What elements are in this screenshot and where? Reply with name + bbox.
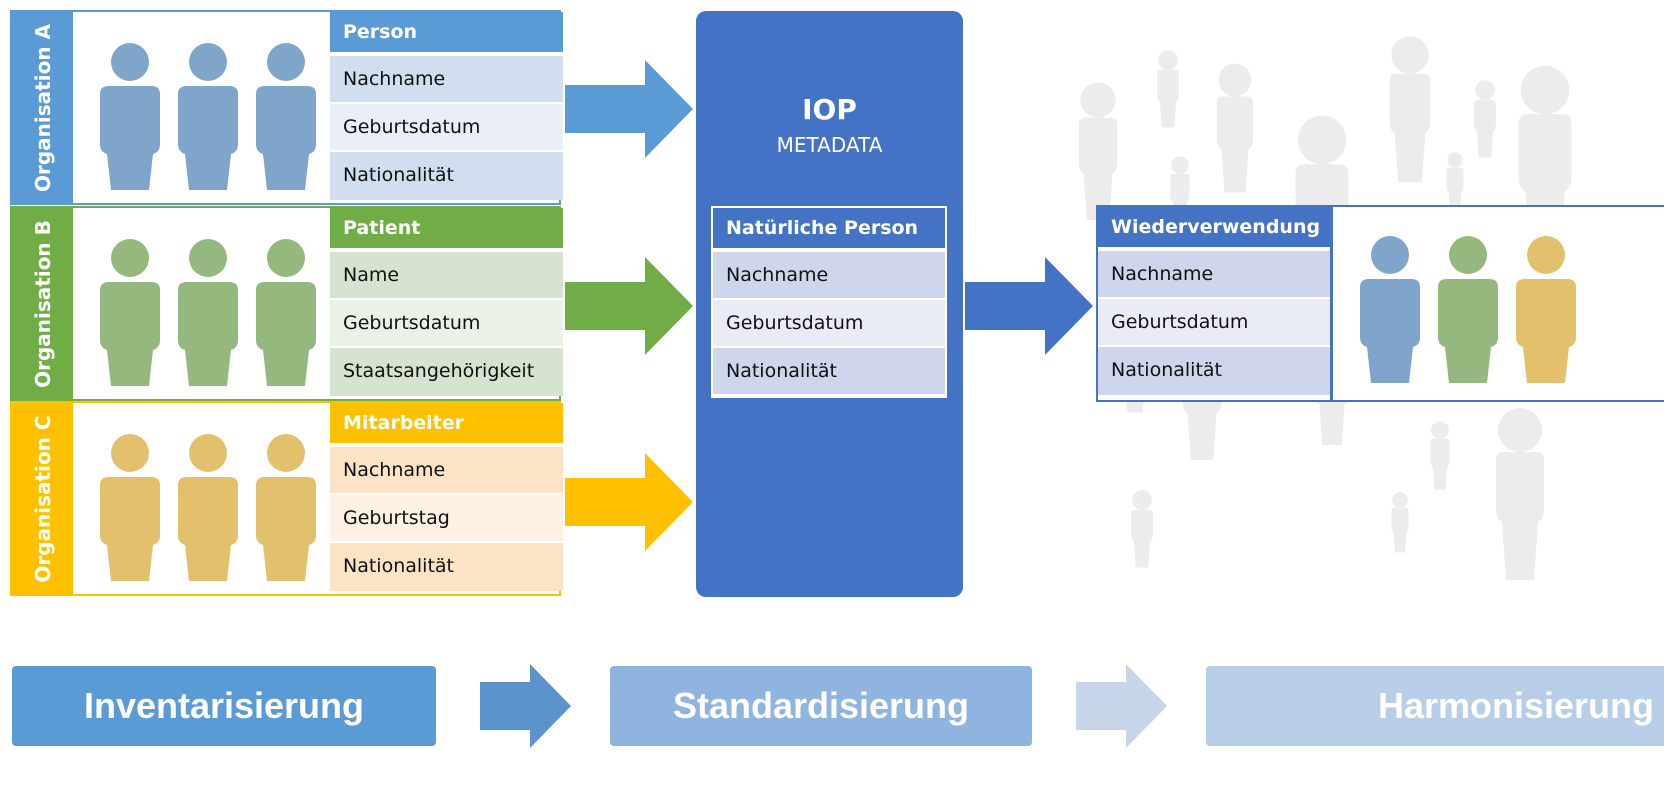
field-row: Nachname <box>1098 251 1330 299</box>
field-row: Geburtsdatum <box>330 300 563 348</box>
field-row: Nachname <box>330 447 563 495</box>
stage-standardisierung: Standardisierung <box>610 666 1032 746</box>
person-icon <box>100 239 160 386</box>
field-row: Nationalität <box>330 152 563 200</box>
organisation-c-people <box>73 403 329 594</box>
person-icon <box>1438 236 1498 383</box>
field-row: Geburtsdatum <box>1098 299 1330 347</box>
organisation-b-people <box>73 208 329 399</box>
organisation-c-header: Mitarbeiter <box>330 403 563 447</box>
field-row: Nationalität <box>1098 347 1330 395</box>
iop-title: IOP <box>802 93 857 126</box>
organisation-c-label-bar: Organisation C <box>12 403 73 594</box>
arrow-organisation-b-icon <box>565 257 693 355</box>
reuse-header: Wiederverwendung <box>1098 207 1330 251</box>
natural-person-table: Natürliche Person Nachname Geburtsdatum … <box>711 206 947 398</box>
reuse-table: Wiederverwendung Nachname Geburtsdatum N… <box>1096 205 1332 402</box>
stage-arrow-1-icon <box>480 664 571 748</box>
organisation-a-people <box>73 12 329 203</box>
person-icon <box>178 239 238 386</box>
organisation-c-block: Organisation C Mitarbeiter Nachname Gebu… <box>10 401 563 596</box>
person-icon <box>256 239 316 386</box>
arrow-to-reuse-icon <box>965 257 1093 355</box>
reuse-people <box>1331 205 1664 402</box>
field-row: Geburtstag <box>330 495 563 543</box>
organisation-c-fields: Mitarbeiter Nachname Geburtstag National… <box>330 403 563 594</box>
stage-arrow-2-icon <box>1076 664 1167 748</box>
field-row: Nachname <box>330 56 563 104</box>
organisation-a-block: Organisation A Person Nachname Geburtsda… <box>10 10 563 205</box>
organisation-b-block: Organisation B Patient Name Geburtsdatum… <box>10 206 563 401</box>
field-row: Geburtsdatum <box>330 104 563 152</box>
person-icon <box>100 434 160 581</box>
natural-person-header: Natürliche Person <box>713 208 945 252</box>
field-row: Name <box>330 252 563 300</box>
organisation-a-header: Person <box>330 12 563 56</box>
organisation-a-fields: Person Nachname Geburtsdatum Nationalitä… <box>330 12 563 203</box>
person-icon <box>1360 236 1420 383</box>
field-row: Staatsangehörigkeit <box>330 348 563 396</box>
field-row: Nationalität <box>330 543 563 591</box>
person-icon <box>178 43 238 190</box>
field-row: Geburtsdatum <box>713 300 945 348</box>
organisation-a-label: Organisation A <box>30 23 55 192</box>
stage-harmonisierung: Harmonisierung <box>1206 666 1664 746</box>
organisation-b-label-bar: Organisation B <box>12 208 73 399</box>
organisation-b-fields: Patient Name Geburtsdatum Staatsangehöri… <box>330 208 563 399</box>
arrow-organisation-a-icon <box>565 60 693 158</box>
organisation-b-header: Patient <box>330 208 563 252</box>
organisation-b-label: Organisation B <box>30 219 55 388</box>
field-row: Nationalität <box>713 348 945 396</box>
organisation-c-label: Organisation C <box>30 414 55 583</box>
person-icon <box>1516 236 1576 383</box>
arrow-organisation-c-icon <box>565 453 693 551</box>
person-icon <box>178 434 238 581</box>
stage-inventarisierung: Inventarisierung <box>12 666 436 746</box>
person-icon <box>256 43 316 190</box>
person-icon <box>100 43 160 190</box>
iop-subtitle: METADATA <box>776 133 883 157</box>
field-row: Nachname <box>713 252 945 300</box>
organisation-a-label-bar: Organisation A <box>12 12 73 203</box>
person-icon <box>256 434 316 581</box>
